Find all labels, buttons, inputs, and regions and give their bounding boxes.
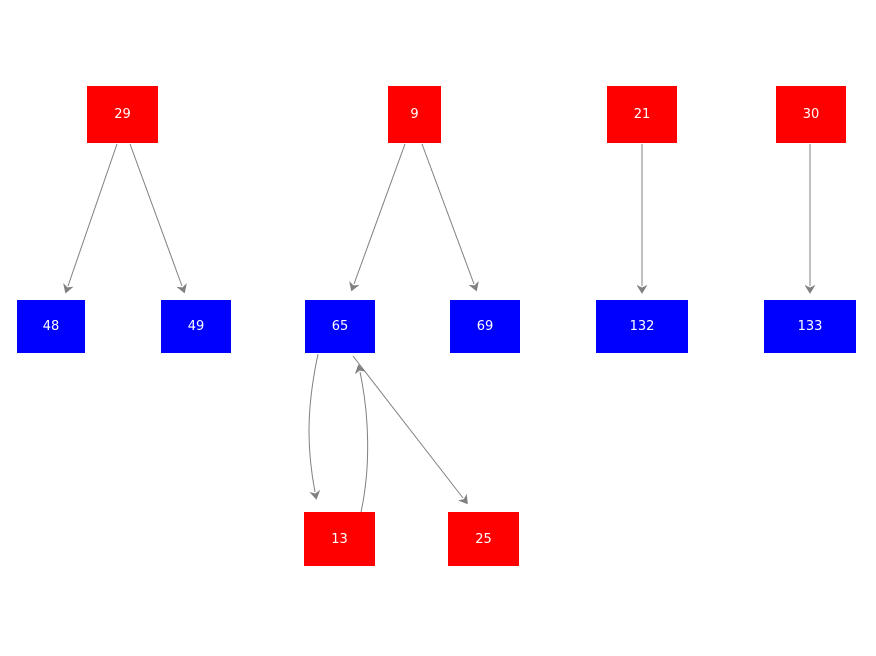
node-label: 25 bbox=[475, 531, 492, 547]
edge-13-to-65 bbox=[354, 364, 369, 513]
graph-node-65[interactable]: 65 bbox=[305, 300, 375, 353]
edge-65-to-13 bbox=[308, 353, 321, 500]
node-label: 69 bbox=[476, 319, 494, 334]
edge-29-to-49 bbox=[129, 143, 187, 294]
node-label: 21 bbox=[633, 107, 651, 122]
node-label: 29 bbox=[114, 107, 131, 122]
node-label: 30 bbox=[802, 107, 820, 122]
graph-node-133[interactable]: 133 bbox=[764, 300, 856, 353]
node-label: 48 bbox=[42, 319, 60, 334]
graph-node-13[interactable]: 13 bbox=[304, 512, 375, 566]
graph-node-25[interactable]: 25 bbox=[448, 512, 519, 566]
graph-node-9[interactable]: 9 bbox=[388, 86, 441, 143]
node-label: 133 bbox=[797, 319, 823, 334]
edge-9-to-69 bbox=[421, 143, 479, 292]
edge-9-to-65 bbox=[349, 143, 406, 292]
node-label: 49 bbox=[187, 319, 205, 334]
graph-node-69[interactable]: 69 bbox=[450, 300, 520, 353]
graph-node-30[interactable]: 30 bbox=[776, 86, 846, 143]
graph-node-29[interactable]: 29 bbox=[87, 86, 158, 143]
node-label: 9 bbox=[410, 107, 419, 122]
node-label: 65 bbox=[331, 319, 349, 334]
edge-65-to-25 bbox=[352, 355, 468, 505]
graph-node-21[interactable]: 21 bbox=[607, 86, 677, 143]
node-label: 132 bbox=[629, 319, 655, 334]
graph-node-49[interactable]: 49 bbox=[161, 300, 231, 353]
graph-node-48[interactable]: 48 bbox=[17, 300, 85, 353]
node-label: 13 bbox=[331, 531, 348, 547]
edge-29-to-48 bbox=[63, 143, 118, 294]
graph-node-132[interactable]: 132 bbox=[596, 300, 688, 353]
